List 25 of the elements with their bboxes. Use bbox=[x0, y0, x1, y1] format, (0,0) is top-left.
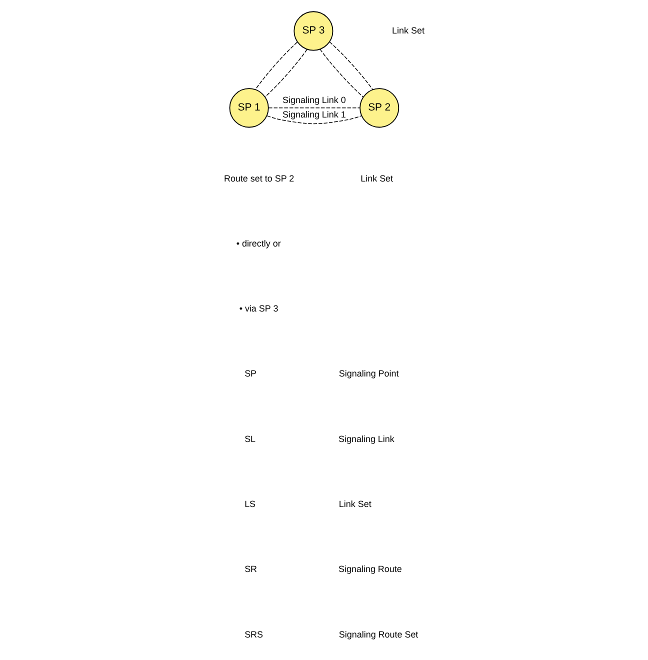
label: • via SP 3 bbox=[238, 304, 278, 314]
label: • directly or bbox=[236, 238, 280, 248]
label: SR bbox=[244, 564, 257, 574]
node-circle: SP 3 bbox=[293, 11, 333, 51]
edge-label: Signaling Link 0 bbox=[282, 95, 346, 106]
label: Route set to SP 2 bbox=[223, 173, 294, 184]
label: SP bbox=[244, 368, 256, 379]
node-circle: SP 2 bbox=[359, 88, 399, 128]
connector bbox=[266, 115, 362, 124]
node-circle: SP 1 bbox=[228, 88, 268, 128]
label: Link Set bbox=[338, 499, 371, 509]
edge-label: Signaling Link 1 bbox=[282, 109, 346, 120]
connector bbox=[254, 42, 298, 90]
label: SL bbox=[244, 434, 256, 444]
connector bbox=[319, 48, 364, 98]
label: SRS bbox=[244, 629, 263, 640]
label: LS bbox=[244, 499, 256, 509]
label: Link Set bbox=[360, 173, 393, 184]
connector bbox=[328, 42, 373, 90]
label: Signaling Link bbox=[338, 434, 394, 444]
label: Signaling Route Set bbox=[338, 629, 418, 640]
connector bbox=[264, 49, 307, 98]
label: Signaling Route bbox=[338, 564, 402, 574]
label: Signaling Point bbox=[338, 368, 398, 379]
label: Link Set bbox=[392, 25, 424, 36]
